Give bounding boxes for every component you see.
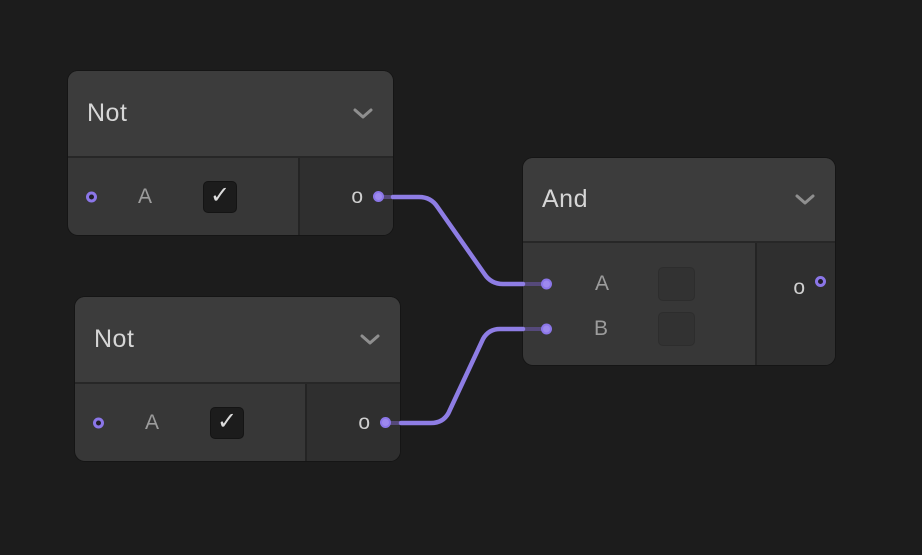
- node-not-1[interactable]: Not A ✓ o: [68, 71, 393, 235]
- wire-not1-to-and-a[interactable]: [390, 194, 526, 287]
- checkbox-a[interactable]: ✓: [210, 406, 244, 439]
- input-row-a: A: [523, 264, 755, 304]
- node-not-2[interactable]: Not A ✓ o: [75, 297, 400, 461]
- node-title: Not: [94, 325, 135, 353]
- output-section: o: [755, 243, 835, 365]
- checkbox-disabled: [658, 267, 695, 301]
- input-section: A B: [523, 243, 755, 365]
- chevron-down-icon[interactable]: [359, 333, 381, 346]
- input-section: A ✓: [68, 158, 298, 235]
- node-body: A ✓ o: [75, 384, 400, 461]
- node-header[interactable]: And: [523, 158, 835, 243]
- node-body: A B o: [523, 243, 835, 365]
- input-section: A ✓: [75, 384, 305, 461]
- output-label: o: [793, 276, 805, 299]
- node-title: Not: [87, 99, 128, 127]
- node-title: And: [542, 185, 588, 213]
- output-section: o: [298, 158, 393, 235]
- output-label: o: [351, 184, 363, 208]
- output-port-o[interactable]: [815, 276, 826, 287]
- input-port-a[interactable]: [93, 417, 104, 428]
- checkmark-icon: ✓: [209, 181, 231, 209]
- input-port-b[interactable]: [541, 323, 552, 335]
- input-port-a[interactable]: [86, 191, 97, 202]
- output-port-o[interactable]: [373, 191, 384, 202]
- input-label: A: [138, 184, 153, 208]
- checkbox-a[interactable]: ✓: [203, 180, 237, 213]
- checkmark-icon: ✓: [216, 407, 238, 435]
- output-port-o[interactable]: [380, 417, 391, 428]
- input-label: B: [594, 317, 609, 340]
- input-label: A: [145, 410, 160, 434]
- chevron-down-icon[interactable]: [794, 193, 816, 206]
- input-label: A: [595, 272, 610, 295]
- output-section: o: [305, 384, 400, 461]
- chevron-down-icon[interactable]: [352, 107, 374, 120]
- node-header[interactable]: Not: [68, 71, 393, 158]
- input-row-b: B: [523, 309, 755, 349]
- input-port-a[interactable]: [541, 278, 552, 290]
- node-body: A ✓ o: [68, 158, 393, 235]
- node-header[interactable]: Not: [75, 297, 400, 384]
- node-and[interactable]: And A B o: [523, 158, 835, 365]
- checkbox-disabled: [658, 312, 695, 346]
- wire-not2-to-and-b[interactable]: [398, 326, 526, 426]
- output-label: o: [358, 410, 370, 434]
